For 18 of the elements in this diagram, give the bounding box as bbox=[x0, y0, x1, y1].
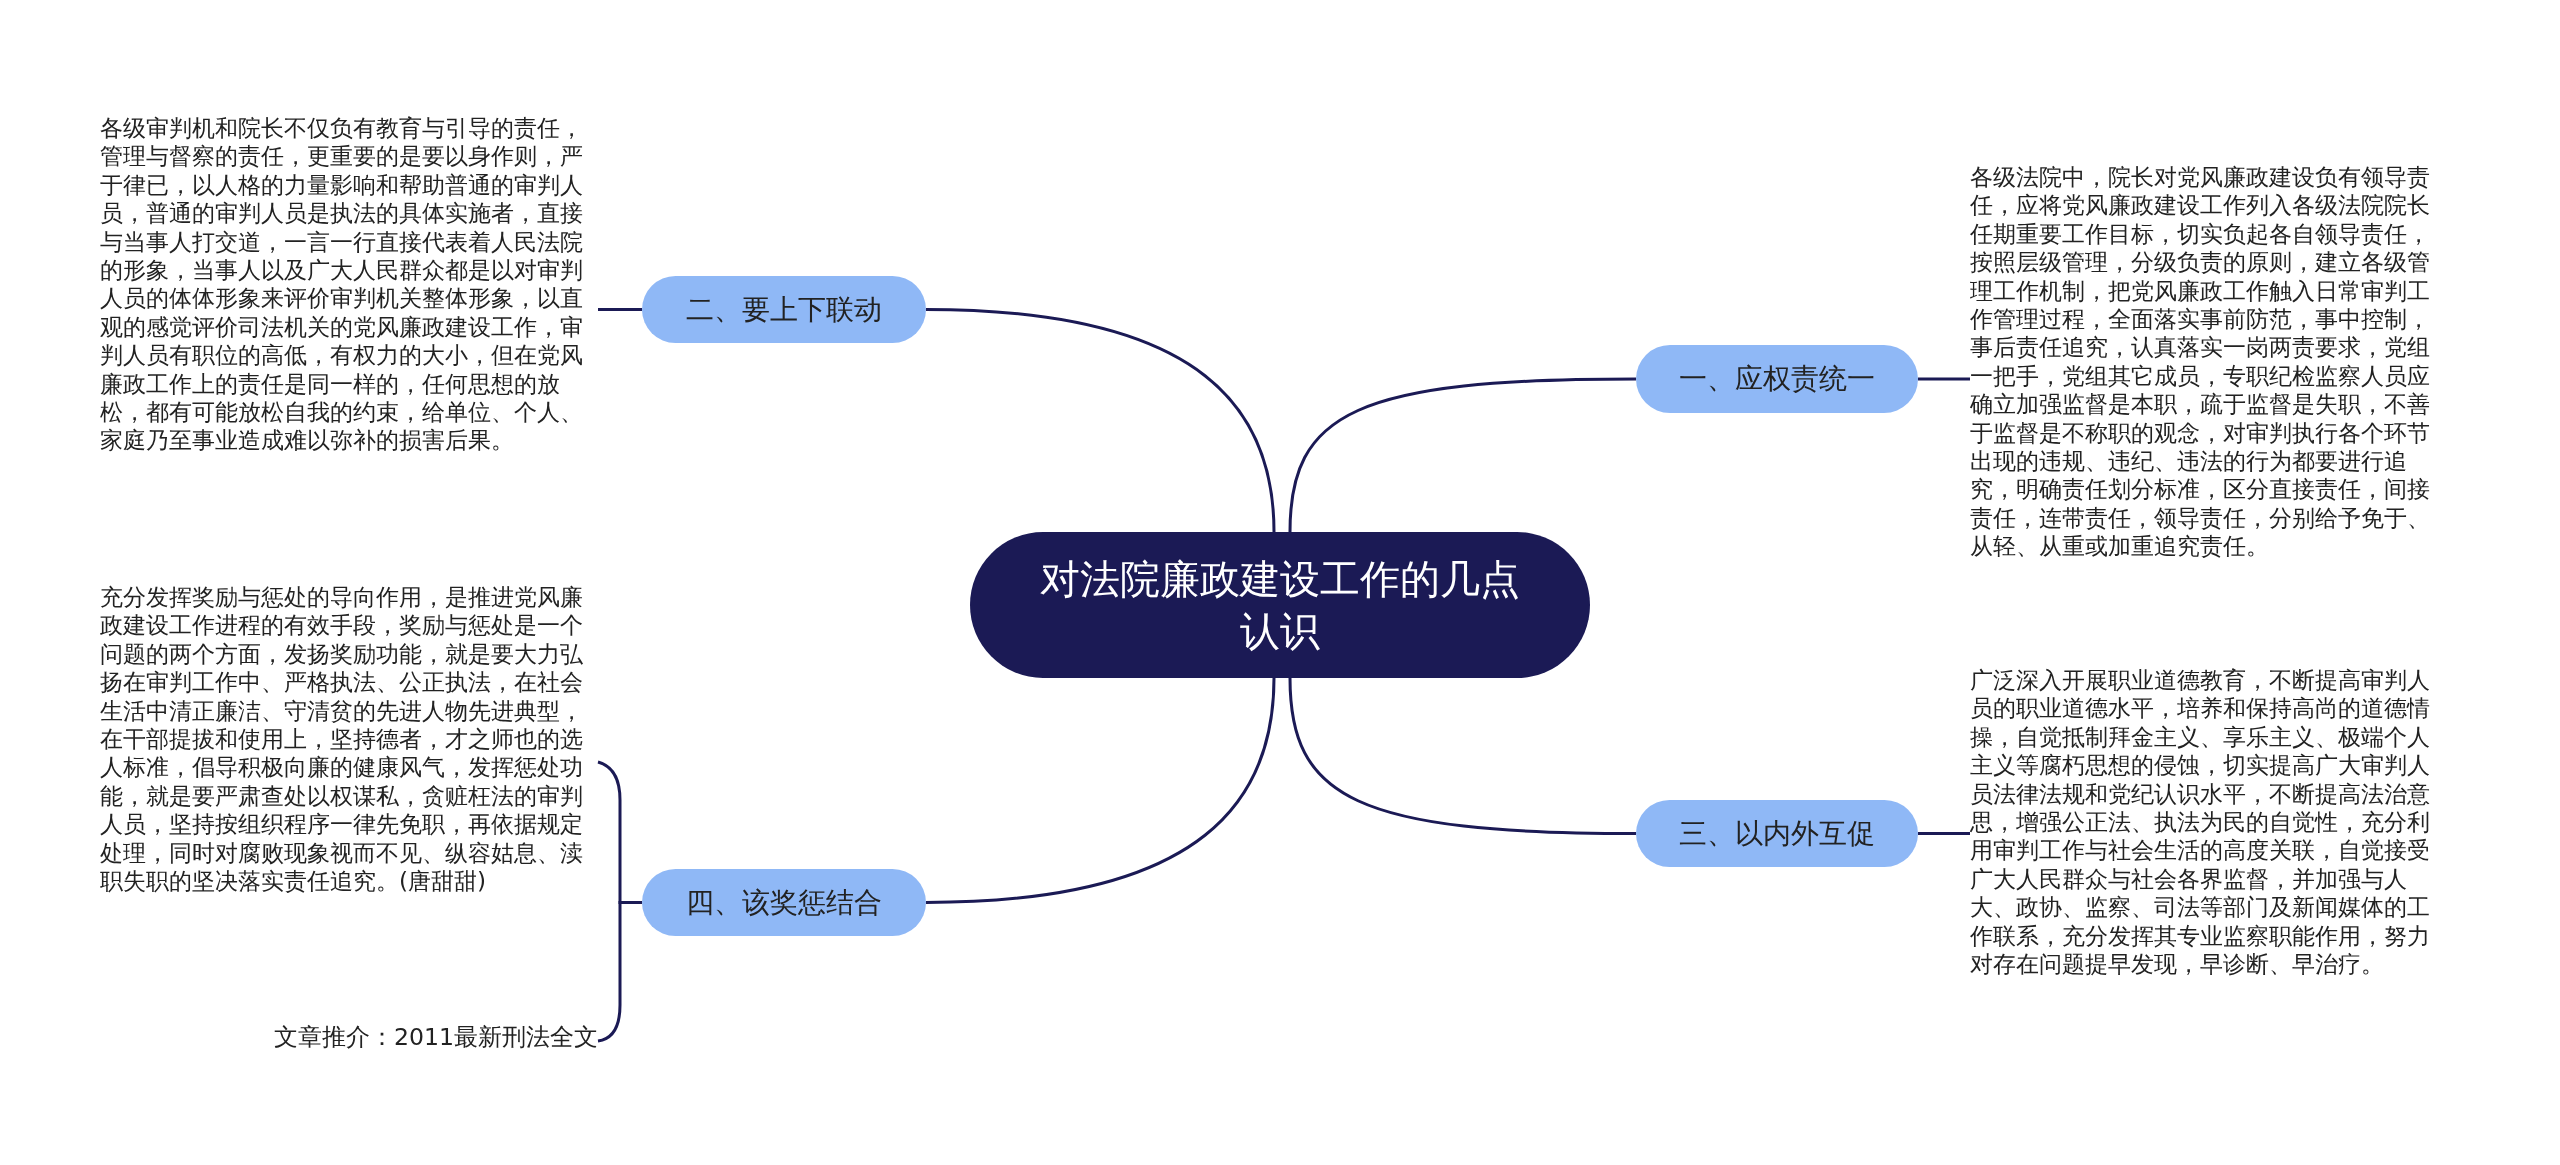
connector-line bbox=[598, 308, 642, 311]
topic-box: 二、要上下联动 bbox=[642, 276, 926, 343]
central-topic: 对法院廉政建设工作的几点认识 bbox=[970, 532, 1590, 678]
topic-box: 三、以内外互促 bbox=[1636, 800, 1918, 867]
connector-line bbox=[1288, 377, 1636, 533]
connector-line bbox=[925, 677, 1276, 904]
note-text: 文章推介：2011最新刑法全文 bbox=[270, 1022, 598, 1054]
connector-line bbox=[1288, 677, 1636, 835]
connector-line bbox=[597, 901, 642, 1043]
connector-line bbox=[1918, 377, 1970, 381]
body-text: 广泛深入开展职业道德教育，不断提高审判人员的职业道德水平，培养和保持高尚的道德情操，自觉抵制拜金主义、享乐主义、极端个人主义等腐朽思想的侵蚀，切实提高广大审判人员法律法规和党纪认识水平，不断提高法治意思，增强公正法、执法为民的自觉性，充分利用审判工作与社会生活的高度关联，自觉接受广大人民群众与社会各界监督，并加强与人大、政协、监察、司法等部门及新闻媒体的工作联系，充分发挥其专业监察职能作用，努力对存在问题提早发现，早诊断、早治疗。 bbox=[1970, 666, 2452, 1006]
topic-box: 四、该奖惩结合 bbox=[642, 869, 926, 936]
body-text: 充分发挥奖励与惩处的导向作用，是推进党风廉政建设工作进程的有效手段，奖励与惩处是一个问题的两个方面，发扬奖励功能，就是要大力弘扬在审判工作中、严格执法、公正执法，在社会生活中清正廉洁、守清贫的先进人物先进典型，在干部提拔和使用上，坚持德者，才之师也的选人标准，倡导积极向廉的健康风气，发挥惩处功能，就是要严肃查处以权谋私，贪赃枉法的审判人员，坚持按组织程序一律先免职，再依据规定处理，同时对腐败现象视而不见、纵容姑息、渎职失职的坚决落实责任追究。(唐甜甜) bbox=[100, 583, 598, 953]
topic-box: 一、应权责统一 bbox=[1636, 345, 1918, 413]
connector-line bbox=[925, 308, 1276, 533]
body-text: 各级审判机和院长不仅负有教育与引导的责任，管理与督察的责任，更重要的是要以身作则，严于律已，以人格的力量影响和帮助普通的审判人员，普通的审判人员是执法的具体实施者，直接与当事人打交道，一言一行直接代表着人民法院的形象，当事人以及广大人民群众都是以对审判人员的体体形象来评价审判机关整体形象，以直观的感觉评价司法机关的党风廉政建设工作，审判人员有职位的高低，有权力的大小，但在党风廉政工作上的责任是同一样的，任何思想的放松，都有可能放松自我的约束，给单位、个人、家庭乃至事业造成难以弥补的损害后果。 bbox=[100, 114, 598, 514]
body-text: 各级法院中，院长对党风廉政建设负有领导责任，应将党风廉政建设工作列入各级法院院长任期重要工作目标，切实负起各自领导责任，按照层级管理，分级负责的原则，建立各级管理工作机制，把党风廉政工作触入日常审判工作管理过程，全面落实事前防范，事中控制，事后责任追究，认真落实一岗两责要求，党组一把手，党组其它成员，专职纪检监察人员应确立加强监督是本职，疏于监督是失职，不善于监督是不称职的观念，对审判执行各个环节出现的违规、违纪、违法的行为都要进行追究，明确责任划分标准，区分直接责任，间接责任，连带责任，领导责任，分别给予免于、从轻、从重或加重追究责任。 bbox=[1970, 163, 2452, 593]
connector-line bbox=[1918, 832, 1970, 835]
